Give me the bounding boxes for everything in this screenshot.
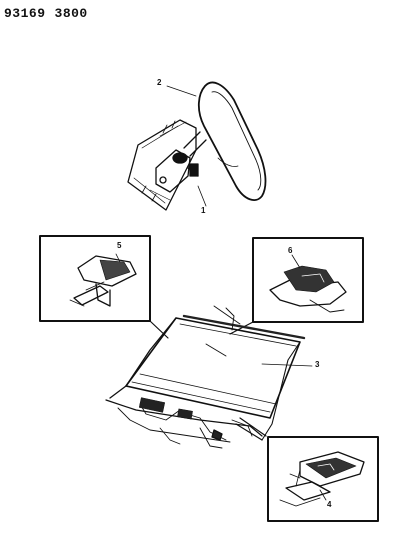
windshield-glass: [125, 317, 301, 419]
detail-box-upper-right: [252, 237, 364, 323]
detail-box-upper-left: [39, 235, 151, 322]
callout-detail-upper-left: 5: [117, 241, 122, 250]
callout-windshield: 3: [315, 360, 320, 369]
detail-box-lower-right: [267, 436, 379, 522]
callout-detail-upper-right: 6: [288, 246, 293, 255]
mirror-housing: [197, 81, 267, 201]
drawing-header: 93169 3800: [4, 6, 88, 21]
drawing-number: 93169: [4, 6, 46, 21]
mirror-mounting-plate: [127, 119, 197, 211]
sheet-number: 3800: [54, 6, 88, 21]
mirror-bracket: [155, 149, 191, 193]
callout-detail-lower-right: 4: [327, 500, 332, 509]
rearview-mirror-assembly: [127, 81, 267, 211]
windshield-assembly: [105, 305, 313, 449]
callout-mirror-bracket: 1: [201, 206, 206, 215]
callout-mirror: 2: [157, 78, 162, 87]
